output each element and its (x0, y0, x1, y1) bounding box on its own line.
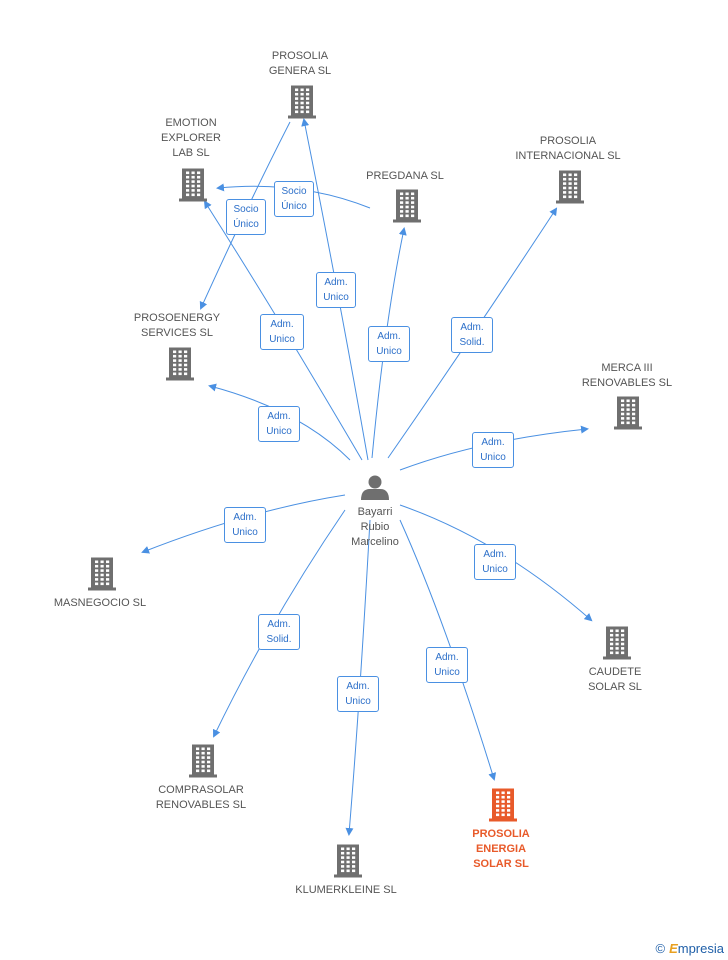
company-name-emotion-explorer[interactable]: EMOTION EXPLORER LAB SL (161, 117, 221, 159)
building-icon (393, 189, 421, 223)
building-icon (614, 396, 642, 430)
person-icon (361, 475, 389, 500)
edge-center-to-prosolia-energia (399, 519, 497, 781)
empresia-logo: ©Empresia (655, 941, 724, 956)
edge-role-label[interactable]: Adm. Unico (472, 432, 514, 468)
edge-role-label[interactable]: Adm. Solid. (258, 614, 300, 650)
company-name-prosolia-genera[interactable]: PROSOLIA GENERA SL (268, 50, 332, 77)
building-icon (166, 347, 194, 381)
company-name-prosoenergy[interactable]: PROSOENERGY SERVICES SL (133, 312, 221, 339)
company-name-prosolia-energia[interactable]: PROSOLIA ENERGIA SOLAR SL (472, 828, 530, 870)
edge-role-label[interactable]: Adm. Unico (260, 314, 304, 350)
brand-initial: E (669, 941, 678, 956)
edge-role-label[interactable]: Adm. Unico (258, 406, 300, 442)
company-name-prosolia-internacional[interactable]: PROSOLIA INTERNACIONAL SL (515, 135, 621, 162)
edge-role-label[interactable]: Adm. Solid. (451, 317, 493, 353)
edge-role-label[interactable]: Adm. Unico (337, 676, 379, 712)
copyright-symbol: © (655, 941, 666, 956)
company-name-pregdana[interactable]: PREGDANA SL (366, 170, 444, 182)
company-name-caudete[interactable]: CAUDETE SOLAR SL (588, 666, 642, 693)
building-icon (556, 170, 584, 204)
edge-role-label[interactable]: Adm. Unico (368, 326, 410, 362)
person-name[interactable]: Bayarri Rubio Marcelino (351, 506, 399, 548)
company-name-merca-iii[interactable]: MERCA III RENOVABLES SL (581, 362, 673, 389)
building-icon (88, 557, 116, 591)
building-icon (489, 788, 517, 822)
building-icon (288, 85, 316, 119)
building-icon (334, 844, 362, 878)
building-icon (189, 744, 217, 778)
building-icon (603, 626, 631, 660)
company-name-comprasolar[interactable]: COMPRASOLAR RENOVABLES SL (155, 784, 247, 811)
edge-role-label[interactable]: Socio Único (226, 199, 266, 235)
edge-role-label[interactable]: Adm. Unico (426, 647, 468, 683)
company-name-masnegocio[interactable]: MASNEGOCIO SL (53, 597, 147, 609)
edge-role-label[interactable]: Adm. Unico (474, 544, 516, 580)
edge-role-label[interactable]: Socio Único (274, 181, 314, 217)
building-icon (179, 168, 207, 202)
edge-role-label[interactable]: Adm. Unico (316, 272, 356, 308)
brand-name: mpresia (677, 941, 724, 956)
edge-role-label[interactable]: Adm. Unico (224, 507, 266, 543)
company-name-klumerkleine[interactable]: KLUMERKLEINE SL (295, 884, 397, 896)
